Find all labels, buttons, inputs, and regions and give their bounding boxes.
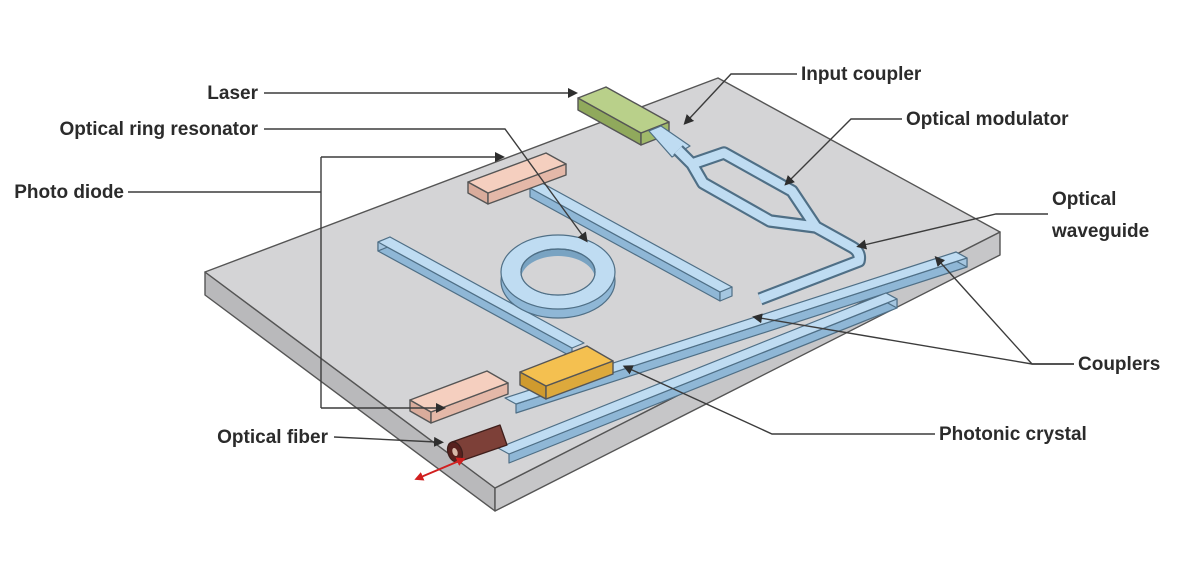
label-optical-waveguide-line1: Optical — [1052, 189, 1116, 210]
waveguide-top-face — [497, 292, 898, 455]
label-couplers: Couplers — [1078, 354, 1160, 375]
photodiode-top-face — [467, 152, 567, 194]
photonic-crystal-leader-line — [622, 365, 935, 435]
label-optical-ring-resonator: Optical ring resonator — [60, 119, 259, 140]
laser — [577, 86, 670, 146]
label-photo-diode: Photo diode — [14, 182, 124, 203]
fiber-light-io-arrow-icon — [414, 457, 466, 481]
input-coupler-leader-line — [683, 73, 797, 125]
waveguide-top-face — [377, 236, 585, 349]
ring-resonator-leader-line — [264, 128, 588, 243]
optical-fiber-leader-line — [333, 436, 444, 447]
label-photonic-crystal: Photonic crystal — [939, 424, 1087, 445]
ring-hole-outline — [520, 248, 596, 296]
ring-hole-floor — [521, 256, 595, 295]
leader-lines — [128, 73, 1074, 447]
waveguide-top-face — [504, 251, 968, 405]
label-laser: Laser — [207, 83, 258, 104]
optical-fiber — [446, 424, 508, 463]
waveguide-upper-left — [377, 236, 585, 358]
optical-waveguide-leader-line — [856, 213, 1048, 250]
optical-ring-resonator — [500, 234, 616, 319]
labels: Laser Optical ring resonator Photo diode… — [14, 64, 1160, 448]
optical-modulator-mzi — [673, 145, 867, 306]
couplers-leader-line-directional — [752, 313, 1074, 365]
label-input-coupler: Input coupler — [801, 64, 922, 85]
photonic-crystal — [519, 345, 614, 400]
crystal-top-face — [519, 345, 614, 387]
photo-diode-leader-trunk — [128, 157, 322, 408]
waveguide-fiber-bus — [497, 292, 898, 464]
label-optical-modulator: Optical modulator — [906, 109, 1069, 130]
waveguide-ring-bus — [529, 182, 733, 302]
laser-top-face — [577, 86, 670, 134]
fiber-core — [452, 447, 458, 457]
label-optical-fiber: Optical fiber — [217, 427, 328, 448]
photo-diode-top — [467, 152, 567, 205]
label-optical-waveguide-line2: waveguide — [1051, 221, 1149, 242]
couplers-leader-line-edge — [934, 256, 1074, 365]
optical-modulator-leader-line — [784, 118, 902, 186]
modulator-waveguide-core — [674, 146, 864, 304]
